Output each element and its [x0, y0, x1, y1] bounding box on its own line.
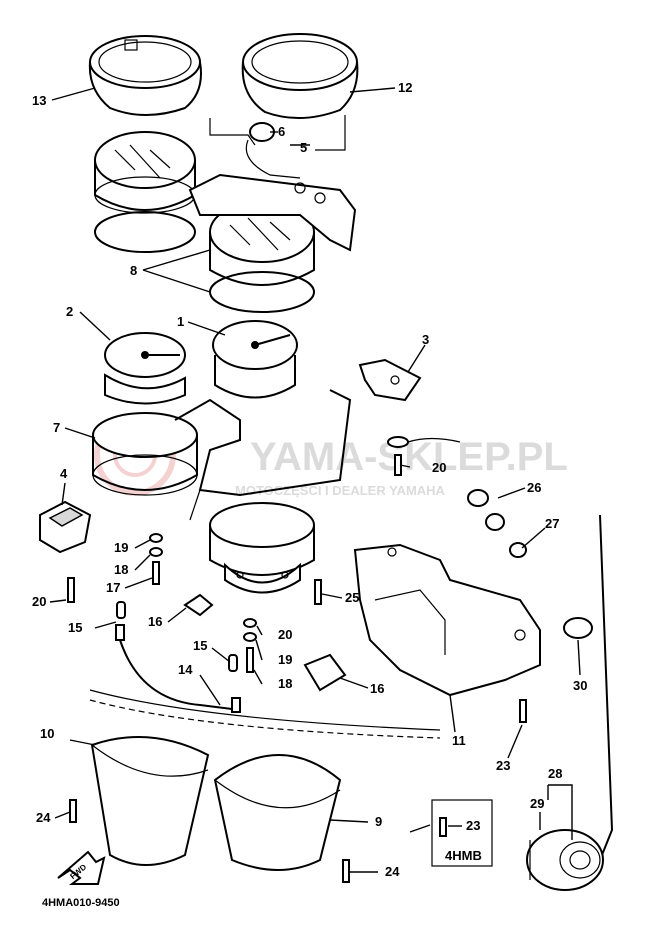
callout-25[interactable]: 25: [345, 590, 359, 605]
part-5-wire[interactable]: [209, 115, 346, 179]
part-27-cap[interactable]: [509, 542, 527, 558]
callout-18b[interactable]: 18: [278, 676, 292, 691]
callout-2[interactable]: 2: [66, 304, 73, 319]
part-15-bulb[interactable]: [116, 601, 238, 672]
part-14-wire[interactable]: [89, 624, 441, 739]
callout-19b[interactable]: 19: [278, 652, 292, 667]
callout-10[interactable]: 10: [40, 726, 54, 741]
callout-13[interactable]: 13: [32, 93, 46, 108]
callout-28[interactable]: 28: [548, 766, 562, 781]
callout-4[interactable]: 4: [60, 466, 68, 481]
callout-15[interactable]: 15: [68, 620, 82, 635]
center-bracket[interactable]: [174, 389, 352, 521]
callout-3[interactable]: 3: [422, 332, 429, 347]
inset-4hmb: 4HMB: [409, 799, 493, 867]
callout-27[interactable]: 27: [545, 516, 559, 531]
leader-lines: [49, 87, 581, 873]
callout-23b[interactable]: 23: [466, 818, 480, 833]
part-28-gear-unit[interactable]: [526, 829, 604, 891]
callout-24b[interactable]: 24: [385, 864, 400, 879]
callout-9[interactable]: 9: [375, 814, 382, 829]
callout-26[interactable]: 26: [527, 480, 541, 495]
callout-1[interactable]: 1: [177, 314, 184, 329]
callout-20b[interactable]: 20: [278, 627, 292, 642]
watermark-subtitle: MOTOCZĘŚCI I DEALER YAMAHA: [235, 483, 446, 498]
screws-group[interactable]: [67, 533, 527, 883]
callout-7[interactable]: 7: [53, 420, 60, 435]
part-17-clip[interactable]: [183, 593, 214, 617]
callout-17[interactable]: 16: [148, 614, 162, 629]
part-11-lower-housing[interactable]: [353, 543, 541, 697]
diagram-code: 4HMA010-9450: [42, 897, 120, 909]
callout-14[interactable]: 14: [178, 662, 193, 677]
callout-23[interactable]: 23: [496, 758, 510, 773]
part-10-left-cover[interactable]: [90, 736, 210, 866]
callout-16[interactable]: 16: [370, 681, 384, 696]
part-26-knob[interactable]: [467, 489, 505, 531]
part-3-bracket[interactable]: [358, 358, 422, 402]
right-meter-case[interactable]: [209, 502, 315, 594]
callout-29[interactable]: 29: [530, 796, 544, 811]
part-12-right-bezel[interactable]: [241, 33, 359, 120]
callout-30[interactable]: 30: [573, 678, 587, 693]
part-2-left-meter[interactable]: [104, 332, 186, 405]
upper-bracket[interactable]: [188, 173, 357, 252]
callout-21[interactable]: 20: [32, 594, 46, 609]
right-meter-lens[interactable]: [209, 201, 315, 313]
part-1-right-meter[interactable]: [212, 320, 298, 399]
part-9-right-cover[interactable]: [213, 754, 342, 871]
callout-18[interactable]: 17: [106, 580, 120, 595]
callout-labels: 13 12 6 5 8 2 1 3 7 4 20 26 27 19 18 17 …: [32, 80, 587, 879]
part-4-switch[interactable]: [39, 500, 92, 554]
callout-20[interactable]: 19: [114, 540, 128, 555]
callout-24[interactable]: 24: [36, 810, 51, 825]
part-7-left-case[interactable]: [92, 412, 198, 496]
callout-12[interactable]: 12: [398, 80, 412, 95]
callout-11[interactable]: 11: [452, 733, 466, 748]
callout-15b[interactable]: 15: [193, 638, 207, 653]
callout-6[interactable]: 6: [278, 124, 285, 139]
callout-19[interactable]: 18: [114, 562, 128, 577]
callout-8[interactable]: 8: [130, 263, 137, 278]
callout-5[interactable]: 5: [300, 140, 307, 155]
part-13-left-bezel[interactable]: [88, 35, 202, 116]
part-16-plate[interactable]: [303, 653, 347, 692]
left-meter-lens[interactable]: [94, 131, 196, 253]
speedometer-cable[interactable]: [599, 514, 614, 861]
inset-label: 4HMB: [445, 848, 482, 863]
callout-22[interactable]: 20: [432, 460, 446, 475]
part-30-grommet[interactable]: [563, 617, 593, 639]
fwd-arrow-icon: FWD: [57, 850, 106, 885]
